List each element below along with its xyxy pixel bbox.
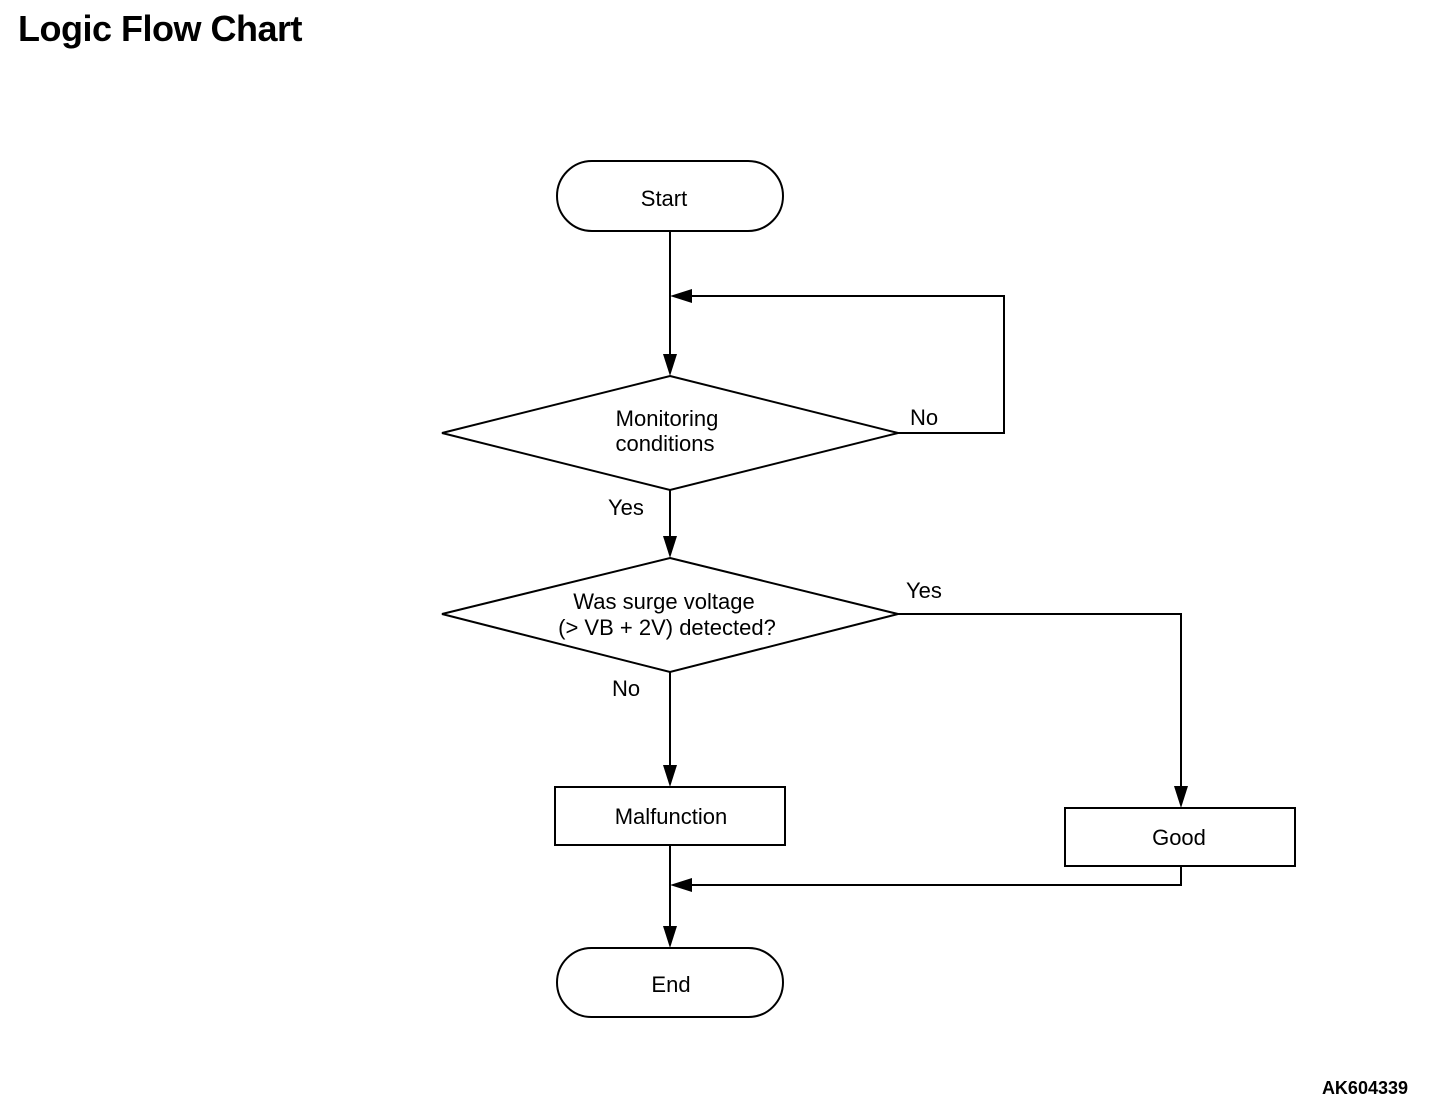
surge-decision: Was surge voltage (> VB + 2V) detected? <box>441 556 899 674</box>
edge-start-to-monitoring <box>663 231 677 376</box>
monitoring-decision: Monitoring conditions <box>441 374 899 492</box>
arrow-left-icon <box>670 878 692 892</box>
edge-surge-yes: Yes <box>898 578 1188 808</box>
edge-malfunction-to-end <box>663 845 677 948</box>
page-title: Logic Flow Chart <box>18 8 303 49</box>
surge-label-line1: Was surge voltage <box>573 589 754 614</box>
surge-yes-label: Yes <box>906 578 942 603</box>
monitoring-label-line2: conditions <box>615 431 714 456</box>
good-node: Good <box>1064 807 1296 867</box>
edge-good-to-end <box>670 866 1182 892</box>
surge-label-line2: (> VB + 2V) detected? <box>558 615 776 640</box>
surge-no-label: No <box>612 676 640 701</box>
malfunction-node: Malfunction <box>554 786 786 846</box>
start-node: Start <box>556 160 784 232</box>
end-label: End <box>651 972 690 997</box>
arrow-down-icon <box>663 354 677 376</box>
arrow-left-icon <box>670 289 692 303</box>
figure-id: AK604339 <box>1321 1078 1408 1098</box>
arrow-down-icon <box>663 765 677 787</box>
monitoring-yes-label: Yes <box>608 495 644 520</box>
malfunction-label: Malfunction <box>615 804 728 829</box>
edge-surge-no: No <box>612 672 677 787</box>
end-node: End <box>556 947 784 1018</box>
monitoring-no-label: No <box>910 405 938 430</box>
arrow-down-icon <box>663 926 677 948</box>
arrow-down-icon <box>663 536 677 558</box>
start-label: Start <box>641 186 687 211</box>
monitoring-label-line1: Monitoring <box>616 406 719 431</box>
edge-monitoring-no-loop: No <box>670 289 1005 434</box>
good-label: Good <box>1152 825 1206 850</box>
arrow-down-icon <box>1174 786 1188 808</box>
edge-monitoring-yes: Yes <box>608 490 677 558</box>
